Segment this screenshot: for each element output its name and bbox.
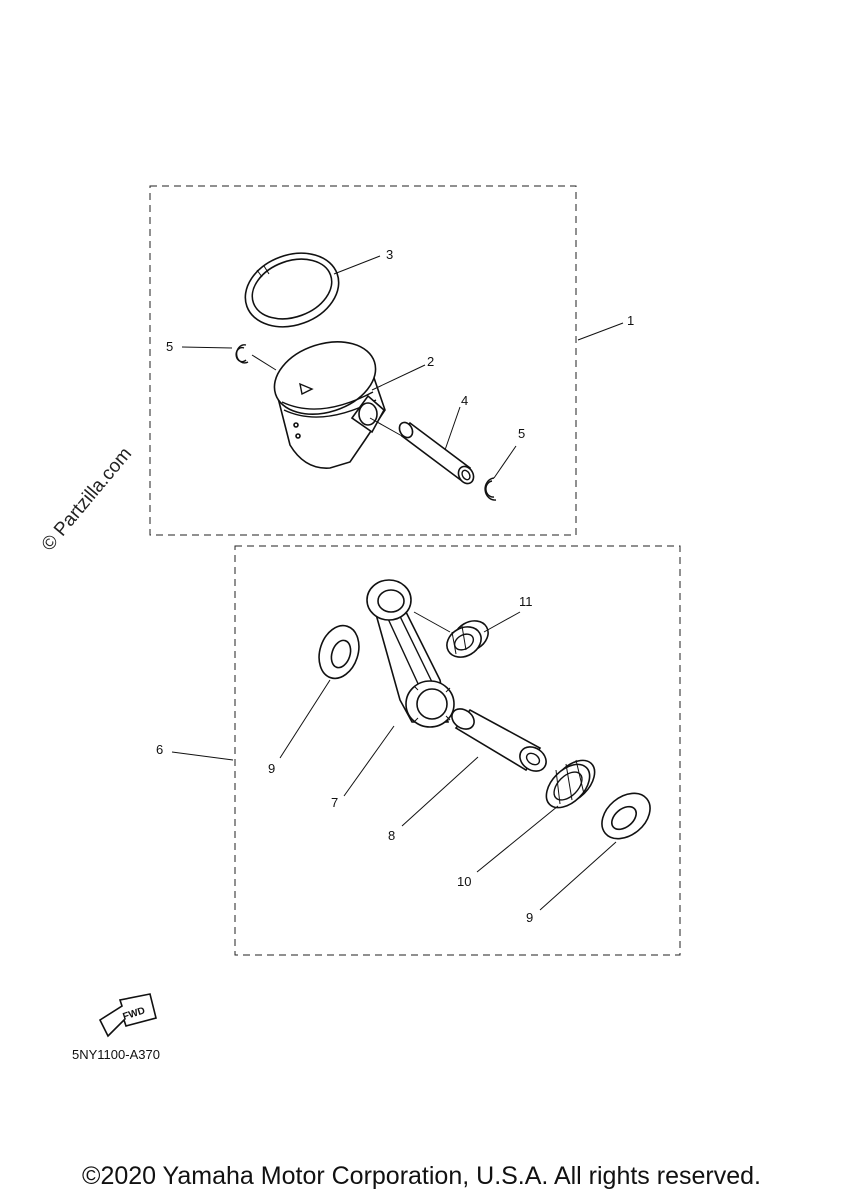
callout-6: 6 <box>156 742 163 757</box>
washer-part-left[interactable] <box>313 620 366 683</box>
callout-9a: 9 <box>268 761 275 776</box>
diagram-code: 5NY1100-A370 <box>72 1047 160 1062</box>
copyright-notice: ©2020 Yamaha Motor Corporation, U.S.A. A… <box>82 1162 761 1190</box>
callout-4: 4 <box>461 393 468 408</box>
leader-lines <box>171 255 624 911</box>
piston-ring-part[interactable] <box>235 241 349 340</box>
crank-pin-part[interactable] <box>448 705 551 776</box>
fwd-arrow-icon: FWD <box>98 993 157 1038</box>
piston-part[interactable] <box>265 330 386 469</box>
connecting-rod-part[interactable] <box>366 579 455 728</box>
big-end-bearing-part[interactable] <box>538 752 602 815</box>
callout-7: 7 <box>331 795 338 810</box>
clip-part-left[interactable] <box>235 344 277 371</box>
callout-3: 3 <box>386 247 393 262</box>
piston-pin-part[interactable] <box>369 417 477 486</box>
callout-1: 1 <box>627 313 634 328</box>
callout-9b: 9 <box>526 910 533 925</box>
callout-8: 8 <box>388 828 395 843</box>
piston-kit-group-box <box>149 185 577 536</box>
watermark: © Partzilla.com <box>38 444 136 556</box>
clip-part-right[interactable] <box>484 477 497 501</box>
callout-5b: 5 <box>518 426 525 441</box>
crank-kit-group-box <box>234 545 681 956</box>
callout-2: 2 <box>427 354 434 369</box>
callout-5a: 5 <box>166 339 173 354</box>
washer-part-right[interactable] <box>593 784 659 848</box>
callout-10: 10 <box>457 874 471 889</box>
small-end-bearing-part[interactable] <box>413 611 494 663</box>
callout-11: 11 <box>519 594 533 609</box>
